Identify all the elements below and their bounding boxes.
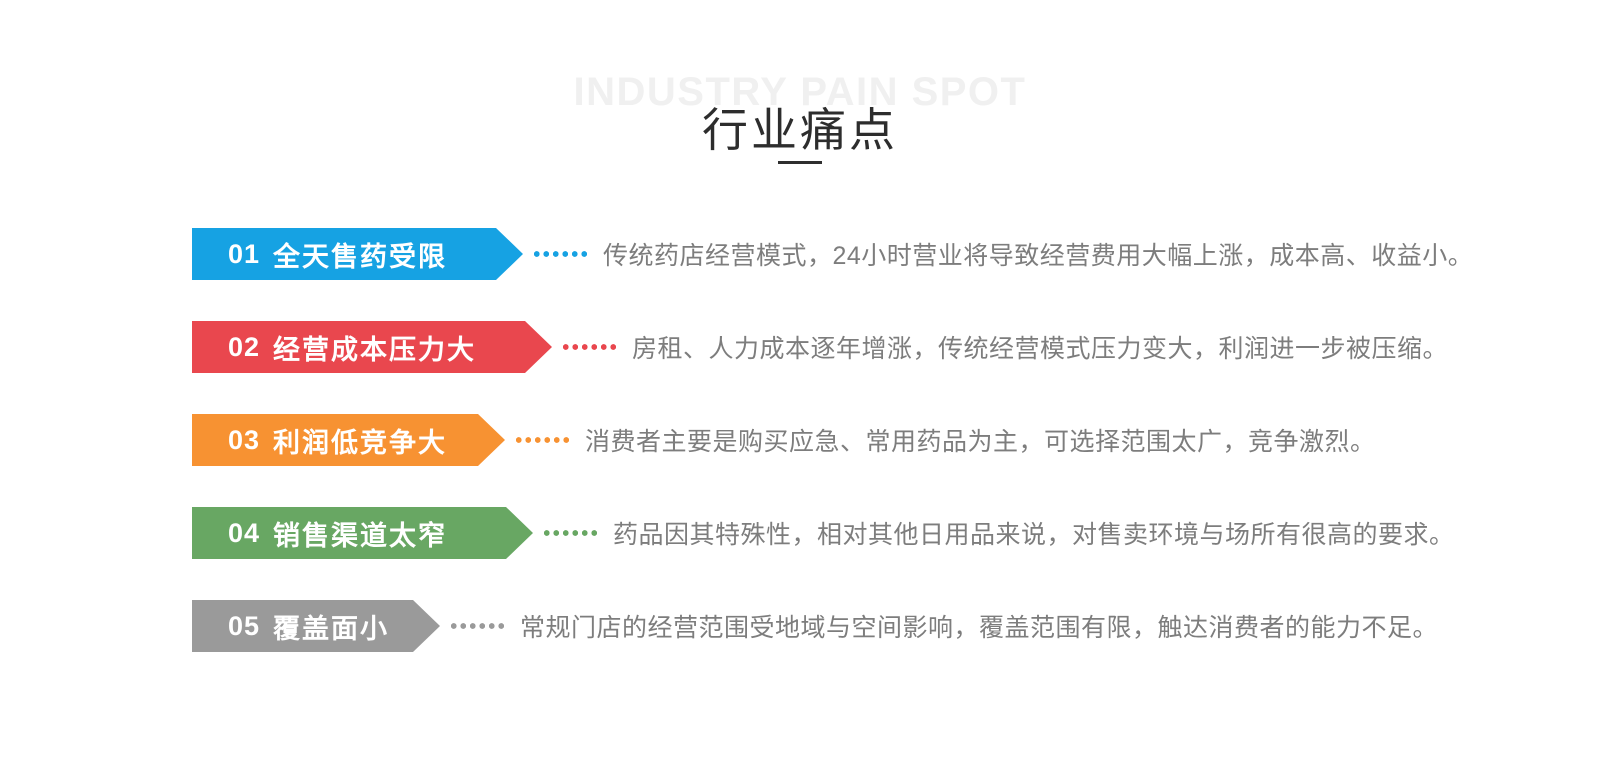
item-label: 全天售药受限 (273, 241, 448, 272)
arrow-banner: 01 全天售药受限 (192, 228, 523, 280)
arrow-banner: 04 销售渠道太窄 (192, 507, 533, 559)
pain-point-row: 02 经营成本压力大 房租、人力成本逐年增涨，传统经营模式压力变大，利润进一步被… (192, 321, 1473, 373)
page-title: 行业痛点 (702, 104, 898, 156)
watermark-text: INDUSTRY PAIN SPOT (573, 70, 1027, 114)
pain-point-list: 01 全天售药受限 传统药店经营模式，24小时营业将导致经营费用大幅上涨，成本高… (192, 228, 1473, 693)
item-description: 传统药店经营模式，24小时营业将导致经营费用大幅上涨，成本高、收益小。 (603, 242, 1474, 270)
title-underline (778, 161, 822, 164)
item-label: 覆盖面小 (273, 613, 390, 644)
pain-point-row: 05 覆盖面小 常规门店的经营范围受地域与空间影响，覆盖范围有限，触达消费者的能… (192, 600, 1473, 652)
arrow-banner: 03 利润低竞争大 (192, 414, 505, 466)
pain-point-row: 03 利润低竞争大 消费者主要是购买应急、常用药品为主，可选择范围太广，竞争激烈… (192, 414, 1473, 466)
pain-point-row: 01 全天售药受限 传统药店经营模式，24小时营业将导致经营费用大幅上涨，成本高… (192, 228, 1473, 280)
item-number: 03 (228, 424, 261, 455)
item-label: 销售渠道太窄 (273, 520, 448, 551)
item-description: 药品因其特殊性，相对其他日用品来说，对售卖环境与场所有很高的要求。 (613, 521, 1455, 549)
dotted-leader (514, 437, 571, 443)
dotted-leader (561, 344, 618, 350)
item-description: 常规门店的经营范围受地域与空间影响，覆盖范围有限，触达消费者的能力不足。 (520, 614, 1439, 642)
arrow-banner: 02 经营成本压力大 (192, 321, 552, 373)
item-number: 02 (228, 331, 261, 362)
pain-point-row: 04 销售渠道太窄 药品因其特殊性，相对其他日用品来说，对售卖环境与场所有很高的… (192, 507, 1473, 559)
item-description: 房租、人力成本逐年增涨，传统经营模式压力变大，利润进一步被压缩。 (632, 335, 1449, 363)
item-number: 01 (228, 238, 261, 269)
item-description: 消费者主要是购买应急、常用药品为主，可选择范围太广，竞争激烈。 (585, 428, 1376, 456)
item-label: 利润低竞争大 (273, 427, 448, 458)
item-label: 经营成本压力大 (273, 334, 477, 365)
item-number: 05 (228, 610, 261, 641)
dotted-leader (449, 623, 506, 629)
dotted-leader (542, 530, 599, 536)
item-number: 04 (228, 517, 261, 548)
dotted-leader (532, 251, 589, 257)
arrow-banner: 05 覆盖面小 (192, 600, 440, 652)
